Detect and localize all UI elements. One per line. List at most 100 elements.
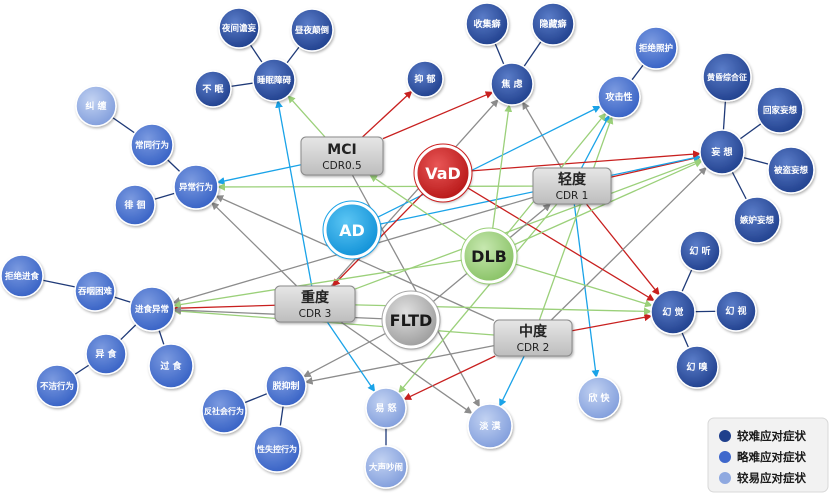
symptom-circle bbox=[74, 270, 116, 312]
symptom-label: 异常行为 bbox=[179, 182, 213, 193]
arrow-lines bbox=[172, 90, 707, 414]
symptom-node-smell[interactable]: 幻 嗅 bbox=[675, 345, 719, 389]
symptom-label: 易 怒 bbox=[375, 402, 397, 414]
legend-item: 较易应对症状 bbox=[719, 471, 806, 485]
stage-label: MCI bbox=[327, 142, 356, 158]
symptom-node-pica[interactable]: 异 食 bbox=[85, 333, 127, 375]
symptom-circle bbox=[365, 387, 407, 429]
arrow-mild-to-irrit bbox=[398, 203, 558, 394]
symptom-node-sleep[interactable]: 睡眠障碍 bbox=[252, 58, 296, 102]
symptom-node-jealous[interactable]: 嫉妒妄想 bbox=[733, 196, 781, 244]
symptom-node-shout[interactable]: 大声吵闹 bbox=[364, 445, 408, 489]
symptom-label: 幻 听 bbox=[689, 245, 710, 257]
disease-label: DLB bbox=[471, 247, 507, 266]
arrow-severe-to-sleep bbox=[275, 99, 313, 287]
symptom-node-hallu[interactable]: 幻 觉 bbox=[650, 289, 696, 335]
arrow-dlb-to-hallu bbox=[513, 262, 653, 308]
symptom-node-collect[interactable]: 收集癖 bbox=[465, 2, 509, 46]
symptom-circle bbox=[252, 58, 296, 102]
arrow-moderate-to-apathy bbox=[499, 355, 525, 407]
symptom-node-overeat[interactable]: 过 食 bbox=[148, 343, 194, 389]
disease-circle bbox=[382, 291, 440, 349]
symptom-circle bbox=[218, 7, 260, 49]
legend-label: 略难应对症状 bbox=[737, 450, 806, 464]
symptom-node-swallow[interactable]: 吞咽困难 bbox=[74, 270, 116, 312]
symptom-node-abnormal[interactable]: 异常行为 bbox=[173, 164, 219, 210]
symptom-label: 被盗妄想 bbox=[774, 165, 809, 176]
stage-label: 中度 bbox=[519, 323, 548, 340]
symptom-circle bbox=[85, 333, 127, 375]
stage-box-mci[interactable]: MCI CDR0.5 bbox=[300, 136, 384, 176]
symptom-circle bbox=[597, 75, 641, 119]
symptom-node-delusion[interactable]: 妄 想 bbox=[699, 129, 745, 175]
symptom-label: 拒绝进食 bbox=[5, 271, 40, 282]
arrow-mci-to-depress bbox=[362, 90, 413, 138]
arrow-fltd-to-disinhib bbox=[302, 332, 388, 378]
disease-ring bbox=[413, 143, 473, 203]
legend-item: 较难应对症状 bbox=[719, 429, 806, 443]
symptom-node-repeat[interactable]: 常同行为 bbox=[130, 123, 174, 167]
symptom-label: 嫉妒妄想 bbox=[740, 215, 775, 226]
symptom-node-depress[interactable]: 抑 郁 bbox=[406, 60, 444, 98]
symptom-node-refuse_eat[interactable]: 拒绝进食 bbox=[0, 254, 44, 298]
symptom-node-hide[interactable]: 隐藏癖 bbox=[531, 2, 575, 46]
symptom-node-irrit[interactable]: 易 怒 bbox=[365, 387, 407, 429]
symptom-circle bbox=[35, 364, 79, 408]
symptom-node-euphoria[interactable]: 欣 快 bbox=[577, 376, 621, 420]
symptom-node-antisocial[interactable]: 反社会行为 bbox=[201, 388, 247, 434]
symptom-node-unclean[interactable]: 不洁行为 bbox=[35, 364, 79, 408]
symptom-circle bbox=[265, 365, 307, 407]
symptom-node-aggress[interactable]: 攻击性 bbox=[597, 75, 641, 119]
symptom-circle bbox=[767, 146, 815, 194]
symptom-node-wander[interactable]: 徘 徊 bbox=[114, 184, 156, 226]
symptom-node-night[interactable]: 夜间谵妄 bbox=[218, 7, 260, 49]
disease-circle bbox=[323, 201, 381, 259]
arrow-mci-to-sleep bbox=[287, 95, 326, 138]
symptom-label: 拒绝照护 bbox=[639, 43, 674, 54]
symptom-node-sundown[interactable]: 黄昏综合征 bbox=[702, 52, 752, 102]
symptom-node-insomnia[interactable]: 不 眠 bbox=[194, 70, 232, 108]
arrow-mild-to-aggress bbox=[580, 114, 610, 169]
symptom-node-home[interactable]: 回家妄想 bbox=[756, 86, 804, 134]
symptom-node-disinhib[interactable]: 脱抑制 bbox=[265, 365, 307, 407]
symptom-circle bbox=[201, 388, 247, 434]
symptom-node-dayflip[interactable]: 昼夜颠倒 bbox=[290, 8, 334, 52]
symptom-node-hear[interactable]: 幻 听 bbox=[679, 230, 721, 272]
stage-sub-label: CDR 2 bbox=[517, 342, 550, 354]
disease-node-vad[interactable]: VaD bbox=[413, 143, 473, 203]
symptom-label: 昼夜颠倒 bbox=[294, 25, 329, 36]
symptom-node-apathy[interactable]: 淡 漠 bbox=[467, 403, 513, 449]
disease-node-dlb[interactable]: DLB bbox=[460, 227, 518, 285]
arrow-moderate-to-aggress bbox=[538, 116, 614, 321]
symptom-node-pester[interactable]: 纠 缠 bbox=[75, 85, 117, 127]
symptom-node-eating[interactable]: 进食异常 bbox=[129, 286, 175, 332]
symptom-node-refuse_care[interactable]: 拒绝照护 bbox=[634, 26, 678, 70]
symptom-label: 黄昏综合征 bbox=[707, 72, 747, 82]
stage-sub-label: CDR0.5 bbox=[322, 160, 361, 172]
symptom-node-sexual[interactable]: 性失控行为 bbox=[253, 425, 301, 473]
symptom-label: 隐藏癖 bbox=[539, 18, 566, 30]
symptom-node-anxiety[interactable]: 焦 虑 bbox=[490, 62, 534, 106]
disease-label: FLTD bbox=[390, 311, 433, 330]
legend-dot-icon bbox=[719, 451, 731, 463]
symptom-circle bbox=[679, 230, 721, 272]
disease-ring bbox=[381, 290, 441, 350]
arrow-dlb-to-mci bbox=[369, 174, 468, 242]
arrow-mild-to-euphoria bbox=[573, 203, 600, 378]
disease-node-fltd[interactable]: FLTD bbox=[381, 290, 441, 350]
symptom-node-see[interactable]: 幻 视 bbox=[715, 290, 757, 332]
disease-node-ad[interactable]: AD bbox=[322, 200, 382, 260]
symptom-label: 不 眠 bbox=[202, 84, 223, 95]
symptom-label: 过 食 bbox=[160, 360, 182, 372]
symptom-label: 焦 虑 bbox=[500, 78, 522, 90]
symptom-circle bbox=[173, 164, 219, 210]
stage-box-moderate[interactable]: 中度 CDR 2 bbox=[493, 319, 573, 357]
arrow-moderate-to-hallu bbox=[571, 313, 653, 332]
legend-label: 较易应对症状 bbox=[737, 471, 806, 485]
symptom-node-theft[interactable]: 被盗妄想 bbox=[767, 146, 815, 194]
arrow-moderate-to-eating bbox=[173, 307, 495, 336]
